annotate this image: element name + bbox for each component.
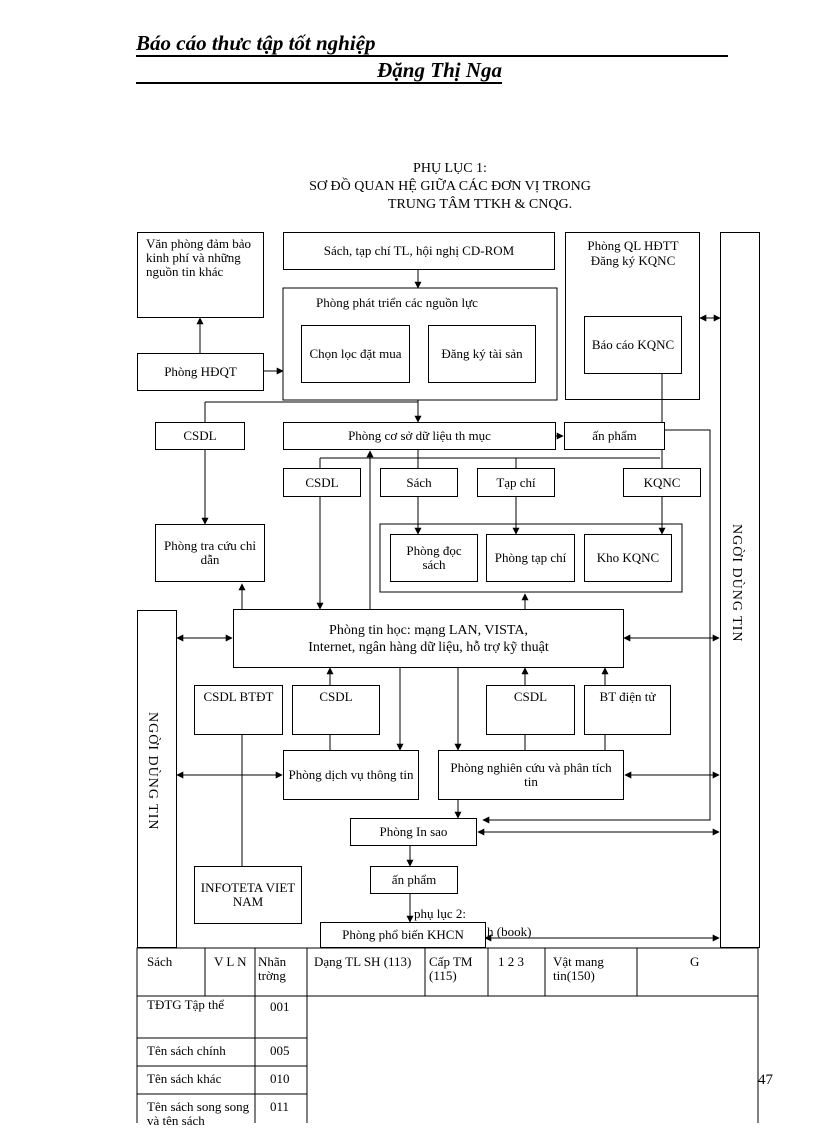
table-row-code: 005 <box>270 1043 290 1058</box>
box-phong-nghien-cuu: Phòng nghiên cứu và phân tích tin <box>438 750 624 800</box>
box-phong-pho-bien: Phòng phổ biến KHCN <box>320 922 486 948</box>
box-csdl-btdt: CSDL BTĐT <box>194 685 283 735</box>
box-phong-doc-sach: Phòng đọc sách <box>390 534 478 582</box>
box-tap-chi: Tạp chí <box>477 468 555 497</box>
box-phong-tin-hoc: Phòng tin học: mạng LAN, VISTA, Internet… <box>233 609 624 668</box>
box-csdl-a: CSDL <box>292 685 380 735</box>
report-header-author: Đặng Thị Nga <box>136 58 502 84</box>
table-header-123: 1 2 3 <box>498 954 524 969</box>
table-row-code: 010 <box>270 1071 290 1086</box>
report-header-title: Báo cáo thưc tập tốt nghiệp <box>136 31 728 57</box>
table-header-g: G <box>690 954 700 969</box>
box-kqnc: KQNC <box>623 468 701 497</box>
table-header-vat-mang: Vật mang tin(150) <box>553 954 604 983</box>
box-bao-cao: Báo cáo KQNC <box>584 316 682 374</box>
table-header-nhan: Nhãn trờng <box>258 954 287 983</box>
box-an-pham-top: ấn phẩm <box>564 422 665 450</box>
tin-hoc-line-1: Phòng tin học: mạng LAN, VISTA, <box>329 622 528 638</box>
box-phong-phat-trien: Phòng phát triển các nguồn lực <box>316 295 478 310</box>
box-chon-loc: Chọn lọc đặt mua <box>301 325 410 383</box>
table-header-cap-tm: Cấp TM (115) <box>429 954 473 983</box>
user-label-left: NGỜI DÙNG TIN <box>145 712 160 831</box>
table-row-label: Tên sách song song và tên sách <box>147 1099 250 1128</box>
box-bt-dien-tu: BT điện tử <box>584 685 671 735</box>
table-row-code: 001 <box>270 999 290 1014</box>
table-row-label: Tên sách khác <box>147 1071 222 1086</box>
box-phong-in-sao: Phòng In sao <box>350 818 477 846</box>
box-infoteta: INFOTETA VIET NAM <box>194 866 302 924</box>
box-phong-csdl: Phòng cơ sở dữ liệu th mục <box>283 422 556 450</box>
box-phong-dich-vu: Phòng dịch vụ thông tin <box>283 750 419 800</box>
user-column-right <box>720 232 760 948</box>
appendix-title: PHỤ LỤC 1: SƠ ĐỒ QUAN HỆ GIỮA CÁC ĐƠN VỊ… <box>240 160 660 214</box>
user-label-right: NGỜI DÙNG TIN <box>729 524 744 643</box>
title-line-1: PHỤ LỤC 1: <box>413 161 487 176</box>
title-line-3: TRUNG TÂM TTKH & CNQG. <box>387 197 573 212</box>
table-header-vln: V L N <box>214 954 247 969</box>
box-phong-ql: Phòng QL HĐTT Đăng ký KQNC <box>587 238 679 268</box>
table-row-label: TĐTG Tập thể <box>147 997 225 1012</box>
box-csdl-left: CSDL <box>155 422 245 450</box>
overlap-book: h (book) <box>487 924 532 939</box>
overlap-phu-luc-2: phụ lục 2: <box>414 906 466 921</box>
box-sach-tap-chi: Sách, tạp chí TL, hội nghị CD-ROM <box>283 232 555 270</box>
box-phong-hdqt: Phòng HĐQT <box>137 353 264 391</box>
page-number: 47 <box>758 1072 773 1088</box>
box-csdl-b: CSDL <box>486 685 575 735</box>
box-dang-ky: Đăng ký tài sản <box>428 325 536 383</box>
table-header-dang-tl: Dạng TL SH (113) <box>314 954 412 969</box>
table-row-label: Tên sách chính <box>147 1043 226 1058</box>
box-csdl-mid: CSDL <box>283 468 361 497</box>
title-line-2: SƠ ĐỒ QUAN HỆ GIỮA CÁC ĐƠN VỊ TRONG <box>309 179 591 194</box>
box-an-pham-bottom: ấn phẩm <box>370 866 458 894</box>
box-phong-tra-cuu: Phòng tra cứu chỉ dẫn <box>155 524 265 582</box>
box-kho-kqnc: Kho KQNC <box>584 534 672 582</box>
tin-hoc-line-2: Internet, ngân hàng dữ liệu, hỗ trợ kỹ t… <box>308 639 549 655</box>
box-van-phong: Văn phòng đảm bảo kinh phí và những nguồ… <box>137 232 264 318</box>
table-row-code: 011 <box>270 1099 290 1114</box>
table-header-sach: Sách <box>147 954 173 969</box>
user-column-left <box>137 610 177 948</box>
box-phong-tap-chi: Phòng tạp chí <box>486 534 575 582</box>
box-phong-ql-frame <box>565 232 700 400</box>
box-sach: Sách <box>380 468 458 497</box>
